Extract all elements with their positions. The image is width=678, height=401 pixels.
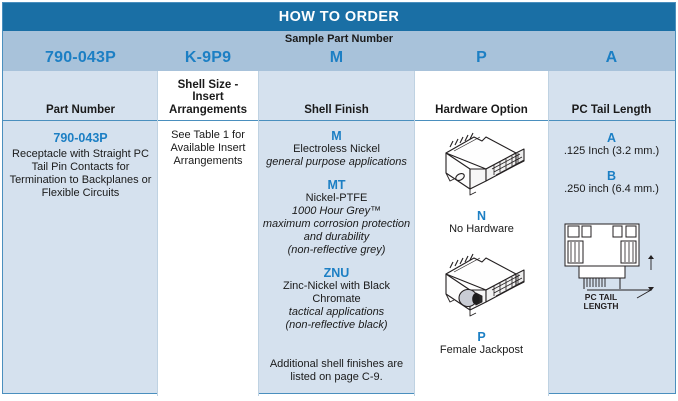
shell-finish-note-znu-1: (non-reflective black) [285, 319, 388, 331]
pc-tail-option-b: B .250 inch (6.4 mm.) [552, 169, 671, 196]
shell-finish-code-mt: MT [327, 178, 346, 192]
cell-part-number: 790-043P Receptacle with Straight PC Tai… [3, 121, 158, 396]
shell-finish-code-znu: ZNU [323, 266, 350, 280]
shell-finish-option-mt: MT Nickel-PTFE 1000 Hour Grey™ maximum c… [262, 178, 411, 257]
hardware-option-label-p: Female Jackpost [439, 344, 524, 356]
hardware-option-p: P Female Jackpost [419, 248, 544, 357]
cell-pc-tail-length: A .125 Inch (3.2 mm.) B .250 inch (6.4 m… [548, 121, 675, 396]
shell-finish-note-mt-1: maximum corrosion protection and durabil… [262, 218, 411, 243]
shell-size-note: See Table 1 for Available Insert Arrange… [170, 129, 246, 167]
part-number-description: Receptacle with Straight PC Tail Pin Con… [9, 148, 152, 199]
column-divider-2 [258, 71, 259, 396]
shell-finish-name-mt: Nickel-PTFE [305, 192, 368, 204]
pc-tail-dimension-label-line2: LENGTH [583, 301, 618, 311]
pc-tail-diagram: PC TAIL LENGTH [552, 218, 671, 313]
sample-value-pc-tail-length: A [605, 49, 618, 66]
shell-finish-name-znu: Zinc-Nickel with Black Chromate [283, 280, 390, 305]
pc-tail-label-a: .125 Inch (3.2 mm.) [563, 145, 660, 157]
pc-tail-option-a: A .125 Inch (3.2 mm.) [552, 131, 671, 158]
column-background-hardware-option [415, 71, 548, 396]
pc-tail-code-b: B [606, 169, 617, 183]
column-background-shell-size [158, 71, 258, 396]
sample-part-number-row: 790-043P K-9P9 M P A [3, 45, 675, 71]
table-title: HOW TO ORDER [3, 3, 675, 31]
column-header-shell-finish: Shell Finish [304, 103, 369, 116]
header-underline [3, 120, 675, 121]
shell-finish-note-mt-0: 1000 Hour Grey™ [291, 205, 382, 217]
column-divider-4 [548, 71, 549, 396]
hardware-option-n: N No Hardware [419, 127, 544, 236]
connector-front-view-icon: PC TAIL LENGTH [551, 218, 673, 313]
sample-value-shell-size: K-9P9 [184, 49, 232, 66]
column-divider-3 [414, 71, 415, 396]
column-divider-1 [157, 71, 158, 396]
pc-tail-label-b: .250 inch (6.4 mm.) [564, 183, 659, 195]
hardware-option-code-n: N [476, 209, 487, 223]
sample-part-number-caption: Sample Part Number [284, 32, 394, 45]
how-to-order-table: HOW TO ORDER Sample Part Number 790-043P… [2, 2, 676, 396]
sample-value-part-number: 790-043P [45, 49, 116, 66]
hardware-option-label-n: No Hardware [449, 223, 514, 235]
shell-finish-footnote: Additional shell finishes are listed on … [269, 358, 404, 383]
pc-tail-code-a: A [606, 131, 617, 145]
shell-finish-note-znu-0: tactical applications [288, 306, 385, 318]
column-header-part-number: Part Number [45, 103, 116, 116]
column-header-pc-tail-length: PC Tail Length [571, 103, 652, 116]
cell-shell-finish: M Electroless Nickel general purpose app… [258, 121, 415, 396]
pc-tail-dimension-label-line1: PC TAIL [584, 292, 616, 302]
shell-finish-note-mt-2: (non-reflective grey) [287, 244, 386, 256]
sample-value-shell-finish: M [329, 49, 344, 66]
hardware-option-code-p: P [477, 330, 486, 344]
shell-finish-name-m: Electroless Nickel [293, 143, 380, 155]
sample-part-number-band: Sample Part Number 790-043P K-9P9 M P A [3, 31, 675, 71]
cell-shell-size: See Table 1 for Available Insert Arrange… [158, 121, 258, 396]
shell-finish-option-m: M Electroless Nickel general purpose app… [262, 129, 411, 169]
shell-finish-option-znu: ZNU Zinc-Nickel with Black Chromate tact… [262, 266, 411, 332]
sample-value-hardware-option: P [476, 49, 487, 66]
column-header-hardware-option: Hardware Option [435, 103, 528, 116]
shell-finish-code-m: M [331, 129, 342, 143]
cell-hardware-option: N No Hardware [415, 121, 548, 396]
connector-female-jackpost-icon [424, 248, 540, 330]
shell-finish-note-m-0: general purpose applications [266, 156, 407, 168]
connector-no-hardware-icon [424, 127, 540, 209]
part-number-code: 790-043P [53, 131, 108, 145]
